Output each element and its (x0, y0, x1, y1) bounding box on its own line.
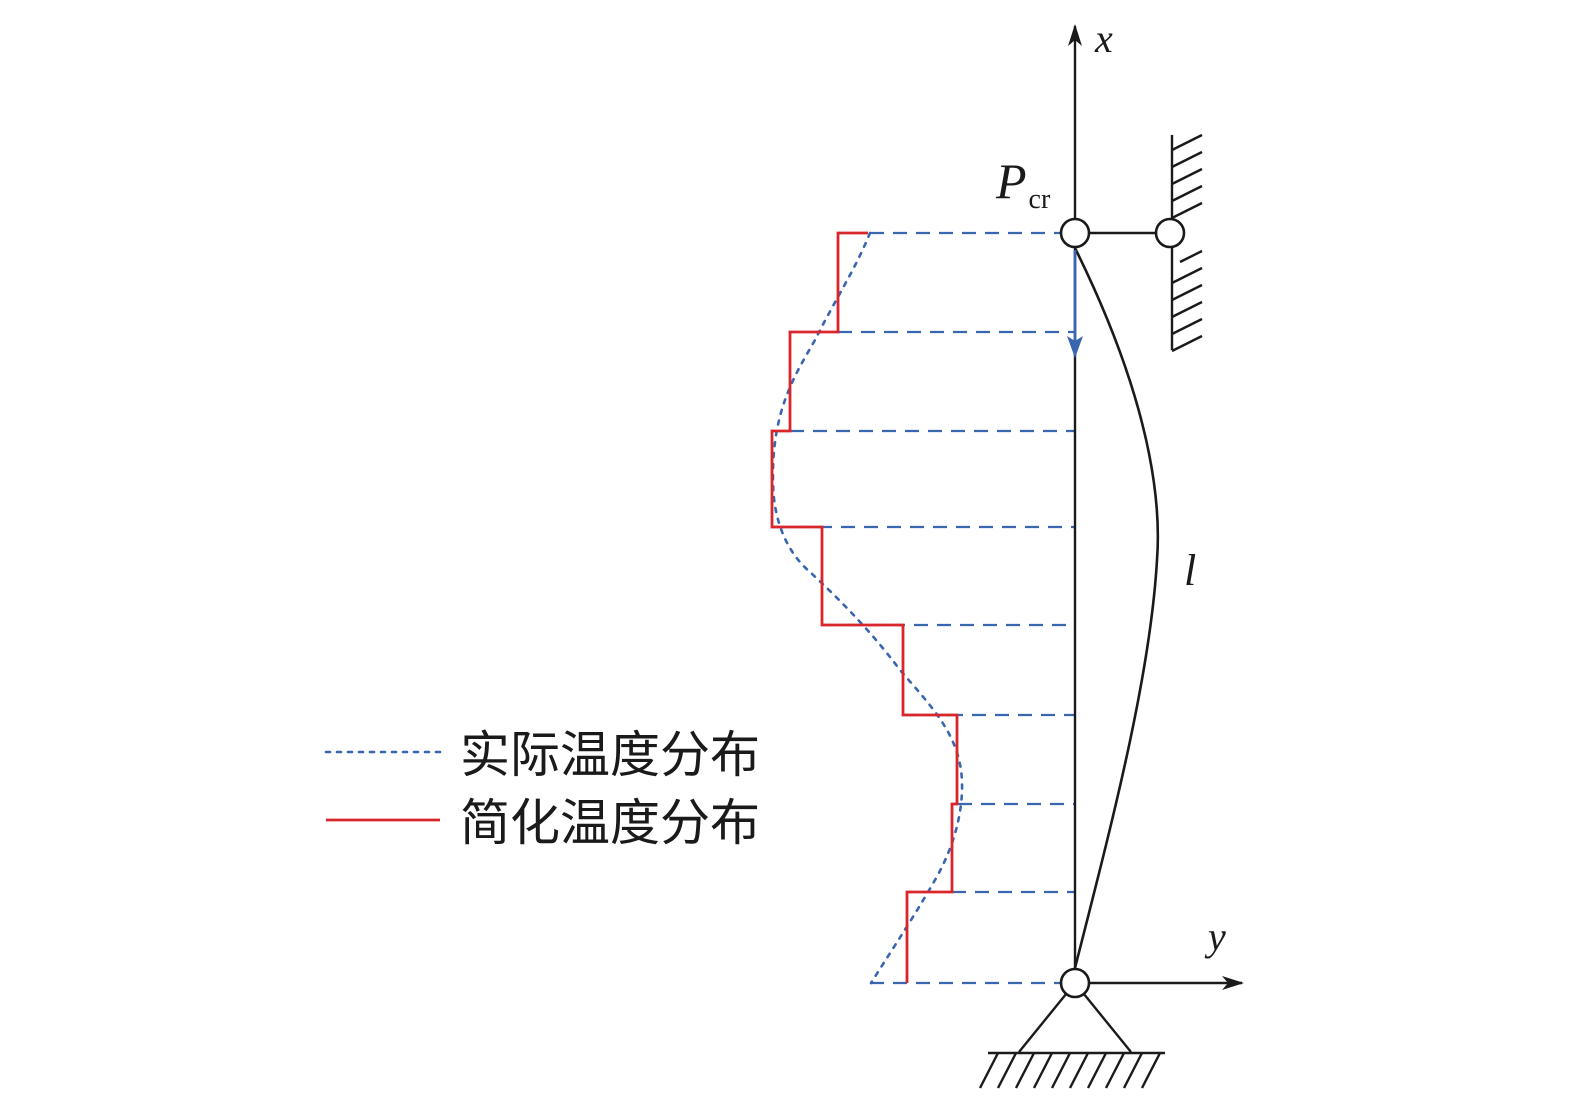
length-label: l (1184, 546, 1196, 595)
load-label-main: P (995, 153, 1027, 209)
x-axis-label: x (1094, 16, 1113, 61)
temperature-level-lines (772, 231, 1075, 985)
wall-support (1170, 133, 1203, 353)
simplified-temperature-step (770, 231, 959, 983)
load-label: Pcr (995, 153, 1051, 215)
legend-simplified-label: 简化温度分布 (460, 794, 760, 852)
legend-actual-label: 实际温度分布 (460, 726, 760, 784)
y-axis-label: y (1204, 914, 1226, 959)
bottom-hinge (1059, 967, 1091, 999)
buckled-column-curve (1073, 247, 1160, 969)
roller-hinge (1154, 217, 1186, 249)
load-label-sub: cr (1029, 184, 1051, 215)
top-hinge (1059, 217, 1091, 249)
legend: 实际温度分布 简化温度分布 (324, 726, 760, 852)
ground-pin-support (978, 981, 1165, 1089)
actual-temperature-curve (771, 231, 964, 985)
